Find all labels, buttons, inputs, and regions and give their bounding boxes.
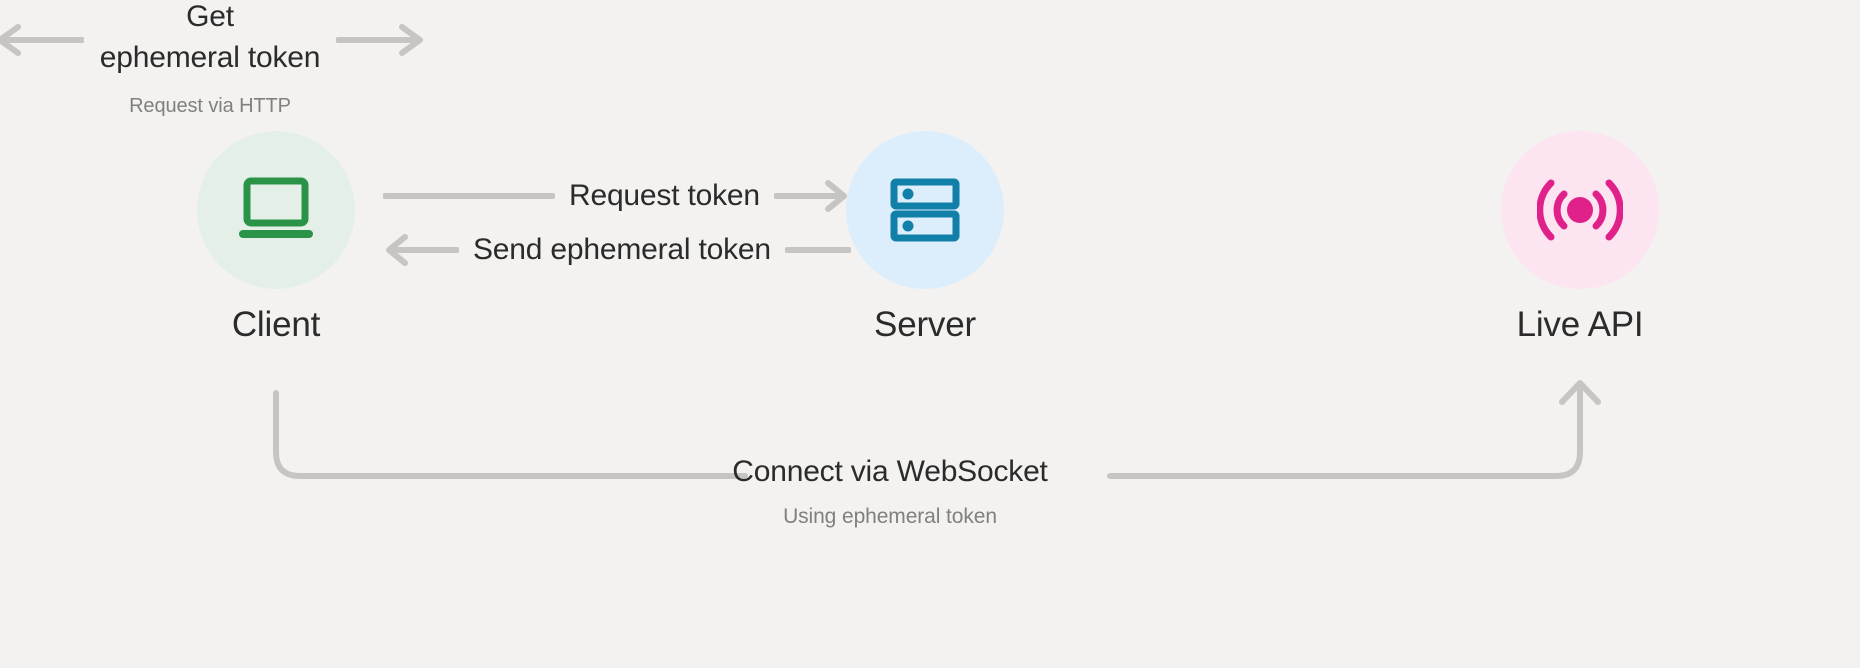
connector-get-ephemeral-token-label-line2: ephemeral token [99, 40, 321, 74]
connector-get-ephemeral-token-label-line1: Get [186, 0, 234, 33]
connector-connect-via-websocket-label-group: Connect via WebSocket Using ephemeral to… [660, 455, 1120, 529]
line-segment-icon [784, 247, 851, 253]
connector-get-ephemeral-token-sublabel: Request via HTTP [129, 95, 291, 117]
node-client-circle [197, 131, 355, 289]
laptop-icon [239, 177, 313, 238]
server-icon [890, 178, 960, 242]
arrow-left-icon [0, 24, 84, 56]
connector-send-ephemeral-token: Send ephemeral token [383, 232, 851, 268]
connector-get-ephemeral-token: Get ephemeral token Request via HTTP [0, 0, 423, 118]
arrow-right-icon [773, 180, 847, 212]
arrow-left-icon [386, 234, 459, 266]
node-live-api-label: Live API [1516, 305, 1644, 344]
connector-connect-via-websocket-sublabel: Using ephemeral token [783, 504, 997, 528]
line-segment-icon [383, 193, 555, 199]
connector-send-ephemeral-token-label: Send ephemeral token [473, 232, 771, 266]
node-server[interactable]: Server [825, 131, 1025, 342]
node-client[interactable]: Client [176, 131, 376, 342]
connector-connect-via-websocket-label: Connect via WebSocket [732, 455, 1048, 488]
node-server-label: Server [874, 305, 976, 344]
node-live-api[interactable]: Live API [1480, 131, 1680, 342]
broadcast-signal-icon [1537, 179, 1623, 241]
node-client-label: Client [231, 305, 321, 344]
connector-request-token: Request token [383, 178, 850, 214]
node-live-api-circle [1501, 131, 1659, 289]
node-server-circle [846, 131, 1004, 289]
arrow-right-icon [336, 24, 423, 56]
connector-request-token-label: Request token [569, 178, 760, 212]
